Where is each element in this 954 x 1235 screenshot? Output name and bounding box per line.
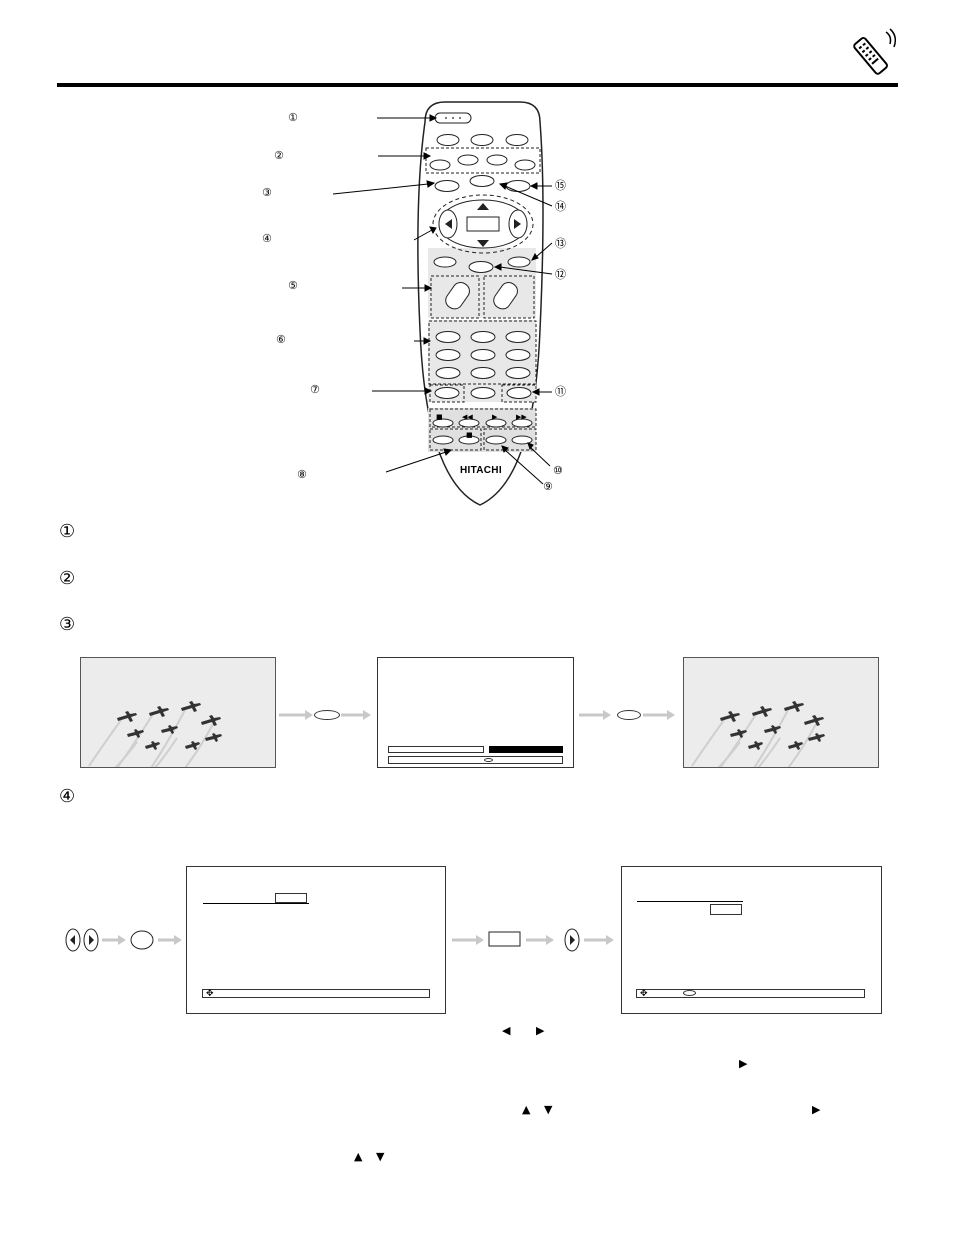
callout-7: ⑦: [310, 383, 320, 396]
stop-icon: ■: [436, 413, 443, 421]
play-icon: ▶: [492, 413, 498, 421]
callout-9: ⑨: [543, 480, 553, 493]
menu-selected-box: [710, 904, 742, 915]
remote-control-icon: [853, 28, 897, 75]
fast-forward-icon: ▶▶: [516, 413, 527, 421]
status-oval-icon: [683, 990, 696, 996]
right-arrow-icon: ▶: [536, 1024, 545, 1037]
brand-logo: HITACHI: [460, 465, 502, 476]
menu-screen-right: ✥: [621, 866, 882, 1014]
callout-6: ⑥: [276, 333, 286, 346]
step4-input-buttons: [65, 928, 182, 952]
tv-picture-before: [80, 657, 276, 768]
remote-button-oval: [617, 710, 641, 720]
header-rule: [57, 83, 898, 87]
step4-middle-buttons: [452, 928, 614, 952]
right-arrow-icon: ▶: [812, 1103, 821, 1116]
callout-10: ⑩: [553, 464, 563, 477]
flow-arrow-2: [579, 710, 675, 720]
menu-status-bar: [636, 989, 865, 998]
rewind-icon: ◀◀: [462, 413, 473, 421]
navigation-icon: ✥: [206, 989, 214, 999]
status-oval-icon: [484, 758, 493, 762]
menu-selected-box: [275, 893, 307, 903]
navigation-icon: ✥: [640, 989, 648, 999]
up-arrow-icon: ▲: [522, 1103, 531, 1116]
callout-5: ⑤: [288, 279, 298, 292]
callout-4: ④: [262, 232, 272, 245]
remote-button-oval: [314, 710, 340, 720]
callout-13: ⑬: [555, 237, 566, 250]
callout-3: ③: [262, 186, 272, 199]
menu-underline: [203, 903, 309, 904]
screen-highlight-bar: [489, 746, 563, 753]
menu-screen-left: ✥: [186, 866, 446, 1014]
step-3-marker: ③: [59, 614, 76, 635]
tv-picture-after: [683, 657, 879, 768]
flow-arrow-1: [279, 710, 371, 720]
step-2-marker: ②: [59, 568, 76, 589]
callout-2: ②: [274, 149, 284, 162]
menu-underline: [637, 901, 743, 902]
callout-11: ⑪: [555, 385, 566, 398]
callout-15: ⑮: [555, 179, 566, 192]
record-icon: ■: [466, 431, 473, 439]
step-1-marker: ①: [59, 521, 76, 542]
callout-14: ⑭: [555, 200, 566, 213]
callout-12: ⑫: [555, 268, 566, 281]
step-4-marker: ④: [59, 786, 76, 807]
callout-8: ⑧: [297, 468, 307, 481]
left-arrow-icon: ◀: [502, 1024, 511, 1037]
callout-1: ①: [288, 111, 298, 124]
remote-control-diagram: [332, 101, 553, 506]
screen-field-box: [388, 746, 484, 753]
down-arrow-icon: ▼: [376, 1150, 385, 1163]
down-arrow-icon: ▼: [544, 1103, 553, 1116]
menu-status-bar: [202, 989, 430, 998]
up-arrow-icon: ▲: [354, 1150, 363, 1163]
screen-status-bar: [388, 756, 563, 764]
tv-menu-screen: [377, 657, 574, 768]
right-arrow-icon: ▶: [739, 1057, 748, 1070]
